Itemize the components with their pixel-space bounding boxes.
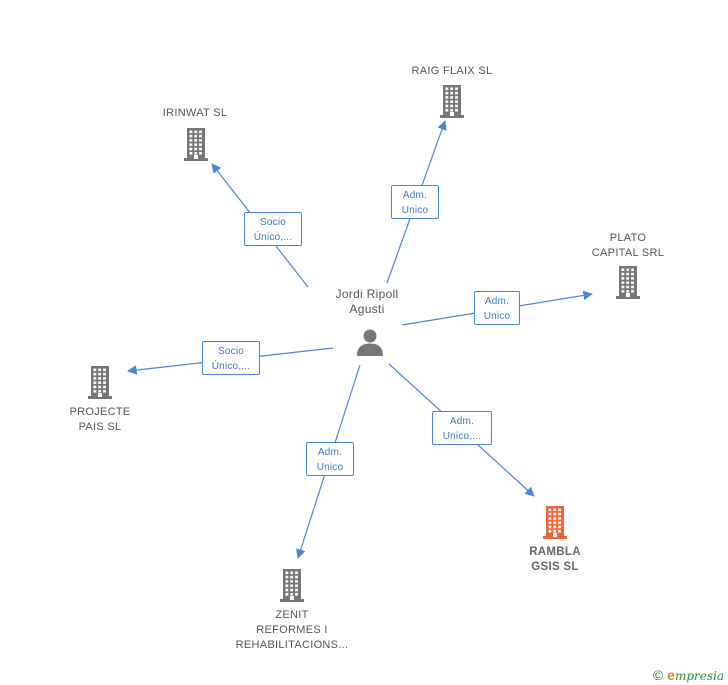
- building-icon: [440, 85, 464, 118]
- company-name-line: GSIS SL: [531, 561, 579, 573]
- edge-label-line: Unico: [483, 311, 511, 322]
- company-node-irinwat[interactable]: [184, 128, 208, 166]
- edge-label-zenit[interactable]: Adm. Unico: [306, 442, 354, 476]
- company-name-raig[interactable]: RAIG FLAIX SL: [382, 64, 522, 79]
- company-name-plato[interactable]: PLATO CAPITAL SRL: [558, 231, 698, 261]
- person-name-line: Jordi Ripoll: [335, 287, 399, 301]
- company-node-raig[interactable]: [440, 85, 464, 123]
- company-node-zenit[interactable]: [280, 569, 304, 607]
- footer-credit: ©empresia: [653, 667, 724, 683]
- building-icon: [88, 366, 112, 399]
- building-icon: [543, 506, 567, 539]
- edge-label-line: Adm.: [317, 447, 343, 458]
- company-name-line: PROJECTE: [69, 406, 131, 418]
- edge-label-line: Único,...: [211, 361, 251, 372]
- company-name-line: IRINWAT SL: [162, 107, 228, 119]
- person-icon-wrapper[interactable]: [356, 328, 384, 361]
- company-name-projecte[interactable]: PROJECTE PAIS SL: [30, 405, 170, 435]
- edge-label-line: Adm.: [449, 416, 475, 427]
- edge-label-line: Unico,...: [442, 431, 482, 442]
- building-icon: [184, 128, 208, 161]
- company-name-line: RAMBLA: [529, 546, 581, 558]
- company-node-projecte[interactable]: [88, 366, 112, 404]
- company-node-rambla[interactable]: [543, 506, 567, 544]
- company-name-rambla[interactable]: RAMBLA GSIS SL: [485, 545, 625, 575]
- edge-label-line: Socio: [217, 346, 244, 357]
- company-name-line: REHABILITACIONS...: [235, 639, 349, 651]
- company-name-irinwat[interactable]: IRINWAT SL: [125, 106, 265, 121]
- company-name-line: ZENIT: [275, 609, 309, 621]
- brand-logo-text: mpresia: [674, 669, 724, 683]
- edge-label-line: Único,...: [253, 232, 293, 243]
- edge-label-line: Adm.: [484, 296, 510, 307]
- edge-label-line: Unico: [401, 205, 429, 216]
- edge-label-raig[interactable]: Adm. Unico: [391, 185, 439, 219]
- company-name-line: REFORMES I: [256, 624, 328, 636]
- edge-label-line: Adm.: [402, 190, 428, 201]
- company-name-zenit[interactable]: ZENIT REFORMES I REHABILITACIONS...: [222, 608, 362, 653]
- edge-label-line: Socio: [259, 217, 286, 228]
- edge-label-line: Unico: [316, 462, 344, 473]
- person-icon: [357, 329, 383, 356]
- building-icon: [280, 569, 304, 602]
- edge-label-rambla[interactable]: Adm. Unico,...: [432, 411, 492, 445]
- person-name-line: Agusti: [349, 302, 385, 316]
- edge-label-plato[interactable]: Adm. Unico: [474, 291, 520, 325]
- company-name-line: RAIG FLAIX SL: [411, 65, 493, 77]
- company-name-line: CAPITAL SRL: [591, 247, 665, 259]
- copyright-icon: ©: [652, 667, 664, 683]
- brand-logo-initial: e: [667, 667, 675, 683]
- company-name-line: PAIS SL: [78, 421, 122, 433]
- company-node-plato[interactable]: [616, 266, 640, 304]
- company-name-line: PLATO: [609, 232, 647, 244]
- building-icon: [616, 266, 640, 299]
